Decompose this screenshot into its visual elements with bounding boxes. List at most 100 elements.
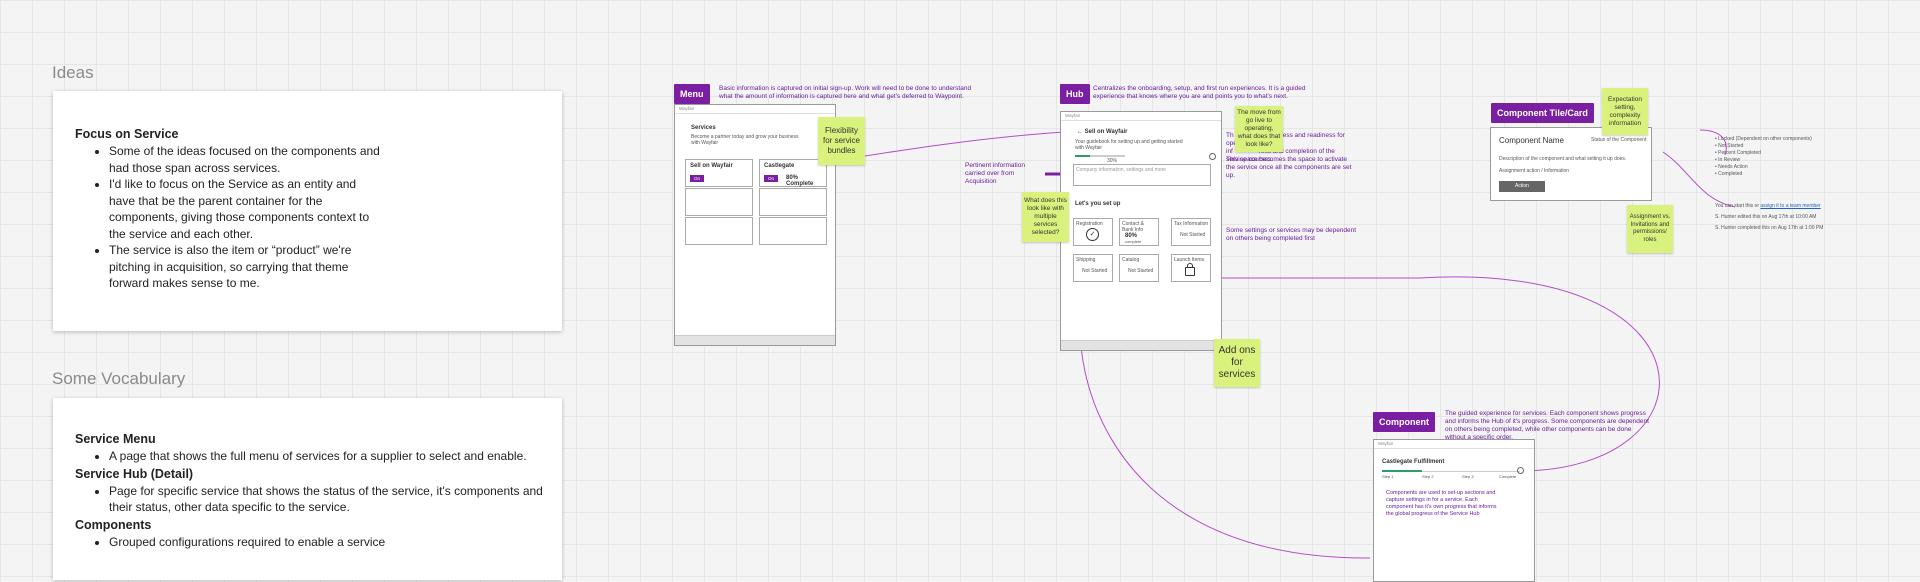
tile-label: Launch Items <box>1174 257 1205 263</box>
hub-subtitle: Your guidebook for setting up and gettin… <box>1075 139 1183 151</box>
tile-label: Tax Information <box>1174 221 1209 227</box>
menu-tile-sell-on-wayfair[interactable]: Sell on Wayfair On <box>685 159 753 187</box>
ideas-card-heading: Focus on Service <box>75 127 179 141</box>
stepper-step[interactable]: Step 3 <box>1462 474 1474 479</box>
menu-tile-label: Castlegate <box>764 163 795 169</box>
hub-component-tile-contact[interactable]: Contact & Bank Info 80% complete <box>1119 218 1159 246</box>
component-status: Status of the Component <box>1591 137 1647 143</box>
hub-progress-fill <box>1075 155 1090 157</box>
vocab-definition: Grouped configurations required to enabl… <box>109 534 545 551</box>
hub-wireframe: Wayfair ← Sell on Wayfair Your guidebook… <box>1060 111 1222 351</box>
ideas-bullet-list: Some of the ideas focused on the compone… <box>75 143 385 292</box>
stepper-step[interactable]: Step 1 <box>1382 474 1394 479</box>
menu-footer <box>675 335 835 345</box>
status-item: • In Review <box>1715 157 1741 163</box>
hub-progress-pct: 30% <box>1107 158 1118 164</box>
hub-setup-title: Let's you set up <box>1075 201 1121 207</box>
component-action-button[interactable]: Action <box>1499 181 1545 192</box>
menu-brand: Wayfair <box>675 105 835 114</box>
component-stepper <box>1382 470 1520 472</box>
menu-tile-empty <box>685 217 753 245</box>
stepper-step[interactable]: Step 2 <box>1422 474 1434 479</box>
tile-status: Not Started <box>1180 232 1206 238</box>
hub-activate-note: This space becomes the space to activate… <box>1226 156 1352 179</box>
log-line: S. Hunter completed this on Aug 17th at … <box>1715 225 1824 231</box>
status-item: • Completed <box>1715 171 1743 177</box>
hub-component-tile-registration[interactable]: Registration ✓ <box>1073 218 1113 246</box>
tile-label: Registration <box>1076 221 1103 227</box>
note-fragment: Th <box>1226 132 1234 139</box>
ideas-bullet: Some of the ideas focused on the compone… <box>109 143 385 176</box>
component-name: Component Name <box>1499 136 1564 145</box>
hub-component-tile-shipping[interactable]: Shipping Not Started <box>1073 254 1113 282</box>
menu-tile-label: Sell on Wayfair <box>690 163 733 169</box>
hub-info-field[interactable]: Company information, settings and more <box>1073 164 1211 186</box>
vocab-section-title: Some Vocabulary <box>52 369 186 388</box>
component-tag: Component <box>1373 412 1435 432</box>
hub-brand: Wayfair <box>1061 112 1221 121</box>
note-fragment: inf <box>1226 148 1233 155</box>
assign-link[interactable]: assign it to a team member <box>1760 203 1821 209</box>
hub-component-tile-tax[interactable]: Tax Information Not Started <box>1171 218 1211 246</box>
hub-component-tile-launch[interactable]: Launch Items <box>1171 254 1211 282</box>
info-icon[interactable] <box>1209 153 1216 160</box>
stepper-step[interactable]: Complete <box>1499 474 1517 479</box>
menu-tile-on-button[interactable]: On <box>764 175 779 182</box>
tile-label: Catalog <box>1122 257 1140 263</box>
tile-status: Not Started <box>1082 268 1108 274</box>
ideas-bullet: The service is also the item or “product… <box>109 242 385 292</box>
hub-dependency-note: Some settings or services may be depende… <box>1226 227 1357 242</box>
note-fragment: ress and completion of the service cours… <box>1226 148 1335 163</box>
hub-component-tile-catalog[interactable]: Catalog Not Started <box>1119 254 1159 282</box>
connector-tile-to-status <box>1699 129 1727 156</box>
menu-page-title: Services <box>691 125 716 131</box>
vocab-term: Service Hub (Detail) <box>75 466 194 481</box>
info-icon[interactable] <box>1517 467 1524 474</box>
vocab-definition: Page for specific service that shows the… <box>109 483 545 516</box>
component-description-note: The guided experience for services. Each… <box>1445 410 1649 441</box>
menu-description: Basic information is captured on initial… <box>719 85 972 100</box>
assignment-log: You can start this or assign it to a tea… <box>1715 203 1865 232</box>
log-line: S. Hunter edited this on Aug 17th at 10:… <box>1715 214 1817 220</box>
menu-page-subtitle: Become a partner today and grow your bus… <box>691 134 799 146</box>
back-arrow-icon: ← <box>1077 129 1085 135</box>
component-title: Castlegate Fulfillment <box>1382 459 1445 465</box>
component-brand: Wayfair <box>1374 440 1534 449</box>
sticky-multiple-services: What does this look like with multiple s… <box>1022 192 1069 242</box>
component-assignment: Assignment action / Information <box>1499 168 1570 174</box>
menu-tile-empty <box>685 188 753 216</box>
assign-line: You can start this or assign it to a tea… <box>1715 203 1821 209</box>
hub-back-link[interactable]: ← Sell on Wayfair <box>1077 129 1127 135</box>
status-list: • Locked (Dependent on other components)… <box>1715 136 1865 178</box>
ideas-section-title: Ideas <box>52 63 94 82</box>
tile-status: complete <box>1125 239 1142 244</box>
component-tile-tag: Component Tile/Card <box>1491 103 1594 123</box>
connector-tile-to-assign <box>1662 151 1736 208</box>
menu-wireframe: Wayfair Services Become a partner today … <box>674 104 836 346</box>
menu-tag: Menu <box>674 84 710 104</box>
tile-status: Not Started <box>1128 268 1154 274</box>
status-item: • Needs Action <box>1715 164 1748 170</box>
menu-tile-empty <box>759 188 827 216</box>
hub-tag: Hub <box>1060 84 1090 104</box>
hub-back-label: Sell on Wayfair <box>1084 129 1128 135</box>
menu-tile-castlegate[interactable]: Castlegate On 80% Complete <box>759 159 827 187</box>
tile-label: Shipping <box>1076 257 1096 263</box>
check-icon: ✓ <box>1086 228 1099 241</box>
component-tile-wireframe: Component Name Status of the Component D… <box>1490 127 1652 201</box>
connector-component-to-hub <box>1222 276 1660 472</box>
sticky-add-ons: Add ons for services <box>1214 339 1260 387</box>
vocab-term: Service Menu <box>75 432 156 446</box>
hub-footer <box>1061 340 1221 350</box>
ideas-card: Focus on Service Some of the ideas focus… <box>53 91 562 331</box>
menu-tile-on-button[interactable]: On <box>690 175 705 182</box>
stepper-fill <box>1382 470 1422 472</box>
status-item: • Percent Completed <box>1715 150 1761 156</box>
lock-icon <box>1185 263 1195 276</box>
sticky-assignment: Assignment vs. Invitations and permissio… <box>1627 205 1673 253</box>
pertinent-note: Pertinent information carried over from … <box>965 162 1025 185</box>
sticky-go-live: The move from go live to operating, what… <box>1235 106 1283 152</box>
menu-tile-status: 80% Complete <box>786 175 814 187</box>
sticky-flexibility: Flexibility for service bundles <box>818 117 865 165</box>
tile-pct: 80% <box>1125 233 1138 239</box>
